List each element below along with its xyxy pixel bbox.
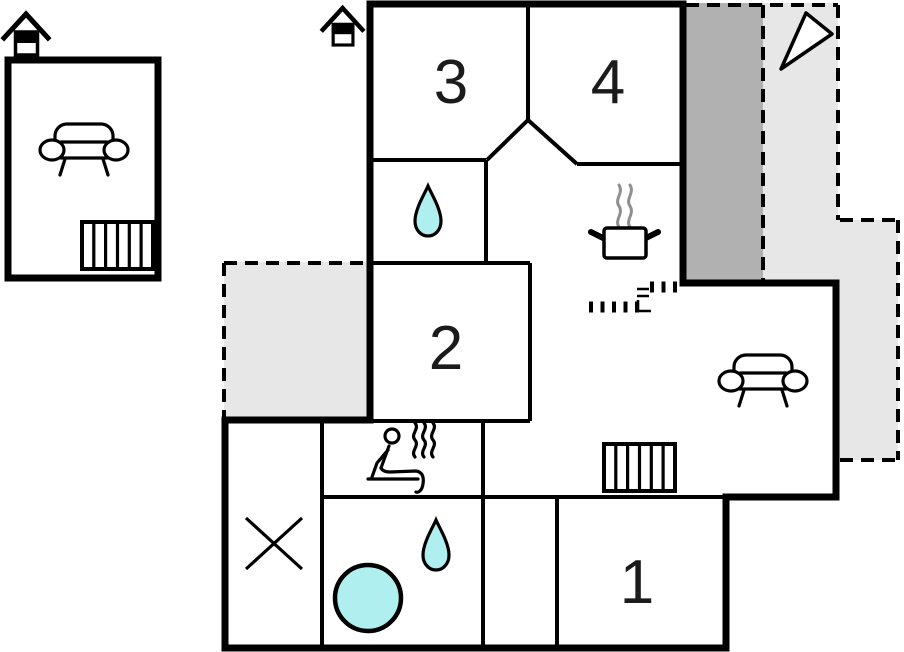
terrace-left xyxy=(222,261,370,419)
steam-icon xyxy=(411,421,437,459)
radiator-icon xyxy=(602,442,677,493)
terrace-light-area-right xyxy=(838,220,898,460)
radiator-icon xyxy=(80,220,155,271)
steam-icon xyxy=(616,183,622,229)
terrace-dark-area xyxy=(686,3,763,283)
round-bathtub-icon xyxy=(332,562,404,634)
room-2-label: 2 xyxy=(429,314,463,383)
cross-mark-icon xyxy=(244,516,304,571)
terrace-left-area xyxy=(224,262,370,419)
compass-needle-icon xyxy=(779,11,834,71)
sauna-person-icon xyxy=(366,427,425,494)
detached-building xyxy=(4,56,162,282)
entrance-steps-icon xyxy=(589,281,683,313)
steam-icon xyxy=(627,183,633,229)
terrace-dashed-border xyxy=(686,3,900,462)
house-icon xyxy=(4,14,48,55)
room-3-label: 3 xyxy=(434,48,468,117)
house-icon xyxy=(323,8,363,45)
cooking-pot-icon xyxy=(588,183,661,260)
terrace-left-dashed-border xyxy=(222,261,368,418)
room-1-label: 1 xyxy=(620,548,654,617)
interior-walls xyxy=(320,4,726,648)
room-4-label: 4 xyxy=(591,48,625,117)
